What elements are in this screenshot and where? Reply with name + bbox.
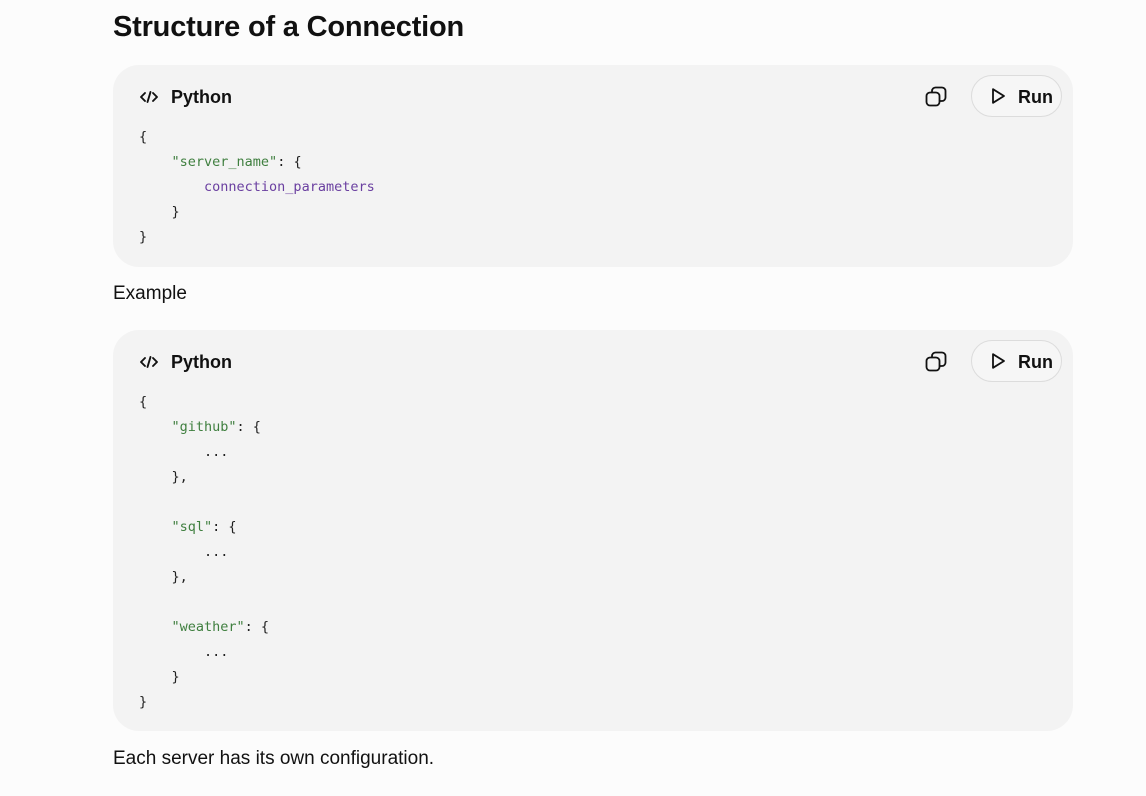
code-content: { "server_name": { connection_parameters…	[139, 125, 375, 250]
code-token: ...	[139, 644, 229, 660]
closing-paragraph: Each server has its own configuration.	[113, 748, 435, 769]
code-token: ...	[139, 444, 229, 460]
code-token: {	[139, 129, 148, 145]
code-line: ...	[139, 640, 269, 665]
code-token: },	[139, 569, 188, 585]
code-line: "sql": {	[139, 515, 269, 540]
code-line: {	[139, 390, 269, 415]
code-line: "github": {	[139, 415, 269, 440]
code-line: "server_name": {	[139, 150, 375, 175]
code-token: : {	[212, 519, 237, 535]
code-token: : {	[244, 619, 270, 635]
copy-icon	[925, 351, 947, 372]
code-token	[139, 154, 172, 170]
code-token: {	[139, 394, 148, 410]
code-token	[139, 419, 172, 435]
copy-icon	[925, 86, 947, 107]
play-icon	[992, 353, 1005, 369]
code-string-token: "weather"	[171, 619, 245, 635]
play-icon	[992, 88, 1005, 104]
code-string-token: "server_name"	[171, 154, 278, 170]
code-token	[139, 179, 204, 195]
code-line: }	[139, 690, 269, 715]
code-token	[139, 519, 172, 535]
code-token: }	[139, 694, 148, 710]
page-title: Structure of a Connection	[113, 11, 465, 43]
code-token: },	[139, 469, 188, 485]
run-code-button[interactable]: Run	[971, 340, 1062, 382]
run-button-label: Run	[1018, 352, 1053, 372]
code-token: : {	[236, 419, 261, 435]
run-code-button[interactable]: Run	[971, 75, 1062, 117]
code-line: {	[139, 125, 375, 150]
code-token: }	[139, 229, 148, 245]
code-token	[139, 619, 172, 635]
example-paragraph: Example	[113, 283, 187, 304]
code-block: Python Run { "github": { ... }, "sql": {…	[113, 330, 1073, 731]
code-line: },	[139, 465, 269, 490]
run-button-label: Run	[1018, 87, 1053, 107]
code-language-label: Python	[171, 87, 232, 107]
code-line	[139, 590, 269, 615]
code-line: ...	[139, 540, 269, 565]
code-token: }	[139, 669, 180, 685]
code-icon	[140, 356, 158, 368]
code-icon	[140, 91, 158, 103]
code-block-header: Python Run	[113, 330, 1073, 394]
copy-code-button[interactable]	[920, 346, 952, 378]
code-token: : {	[277, 154, 302, 170]
code-block: Python Run { "server_name": { connection…	[113, 65, 1073, 267]
code-content: { "github": { ... }, "sql": { ... }, "we…	[139, 390, 269, 715]
code-block-header: Python Run	[113, 65, 1073, 129]
code-string-token: "sql"	[171, 519, 213, 535]
code-line: }	[139, 200, 375, 225]
code-token: ...	[139, 544, 229, 560]
code-language-label: Python	[171, 352, 232, 372]
code-line: }	[139, 665, 269, 690]
code-identifier-token: connection_parameters	[204, 179, 375, 195]
code-string-token: "github"	[171, 419, 237, 435]
code-token: }	[139, 204, 180, 220]
code-line: }	[139, 225, 375, 250]
code-line	[139, 490, 269, 515]
code-line: },	[139, 565, 269, 590]
code-line: connection_parameters	[139, 175, 375, 200]
code-line: ...	[139, 440, 269, 465]
copy-code-button[interactable]	[920, 81, 952, 113]
code-line: "weather": {	[139, 615, 270, 640]
